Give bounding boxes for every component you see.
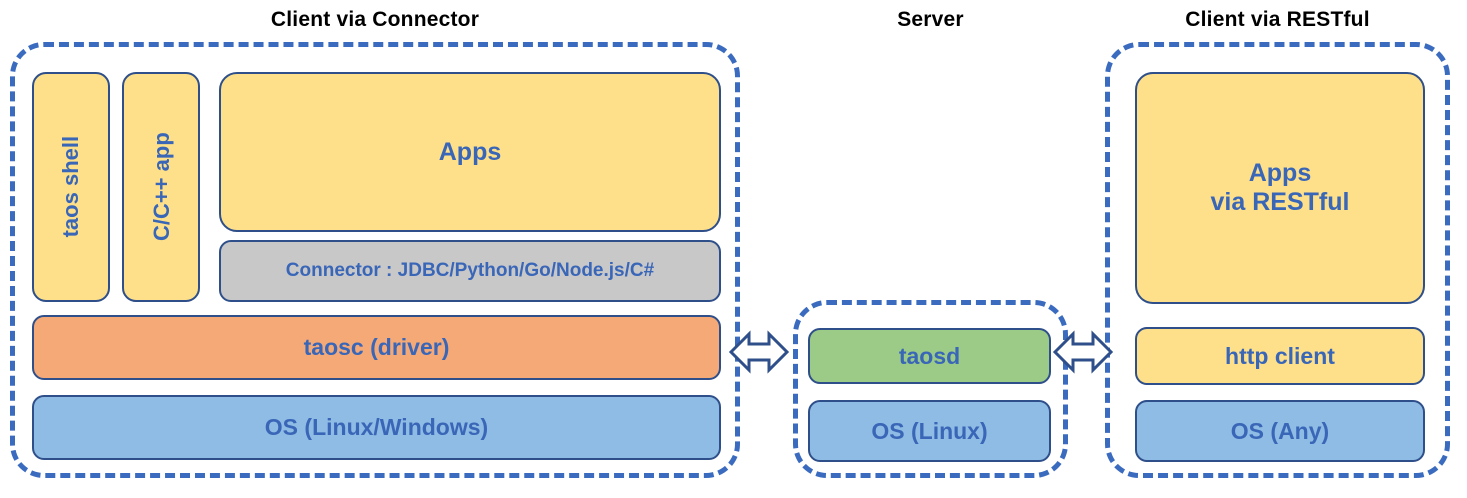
- block-taos-shell[interactable]: taos shell: [32, 72, 110, 302]
- block-os-linux[interactable]: OS (Linux): [808, 400, 1051, 462]
- block-connector[interactable]: Connector : JDBC/Python/Go/Node.js/C#: [219, 240, 721, 302]
- section-heading-client-via-restful: Client via RESTful: [1185, 8, 1370, 31]
- block-os-linux-windows-label: OS (Linux/Windows): [264, 414, 489, 441]
- double-headed-arrow-icon-server-restful: [1053, 323, 1113, 381]
- block-http-client-label: http client: [1225, 342, 1335, 369]
- block-taosd[interactable]: taosd: [808, 328, 1051, 384]
- block-apps-via-restful-label-line1: Apps: [1248, 159, 1312, 188]
- block-os-any-label: OS (Any): [1230, 417, 1330, 444]
- double-headed-arrow-icon-client-server: [729, 323, 789, 381]
- block-taosc-driver-label: taosc (driver): [303, 334, 450, 361]
- block-taos-shell-label: taos shell: [58, 136, 84, 238]
- block-taosc-driver[interactable]: taosc (driver): [32, 315, 721, 380]
- block-c-cpp-app-label: C/C++ app: [148, 132, 174, 242]
- block-apps-label: Apps: [438, 137, 502, 166]
- group-boundary-client-via-connector: [10, 42, 740, 478]
- block-connector-label: Connector : JDBC/Python/Go/Node.js/C#: [285, 260, 655, 282]
- section-heading-server: Server: [897, 8, 964, 31]
- block-http-client[interactable]: http client: [1135, 327, 1425, 385]
- block-c-cpp-app[interactable]: C/C++ app: [122, 72, 200, 302]
- block-os-linux-windows[interactable]: OS (Linux/Windows): [32, 395, 721, 460]
- block-os-any[interactable]: OS (Any): [1135, 400, 1425, 462]
- block-apps[interactable]: Apps: [219, 72, 721, 232]
- block-taosd-label: taosd: [898, 342, 961, 369]
- group-boundary-server: [793, 300, 1068, 478]
- group-boundary-client-via-restful: [1105, 42, 1450, 478]
- block-os-linux-label: OS (Linux): [871, 417, 988, 444]
- block-apps-via-restful-label-line2: via RESTful: [1210, 188, 1350, 216]
- block-apps-via-restful[interactable]: Apps via RESTful: [1135, 72, 1425, 304]
- section-heading-client-via-connector: Client via Connector: [270, 8, 480, 31]
